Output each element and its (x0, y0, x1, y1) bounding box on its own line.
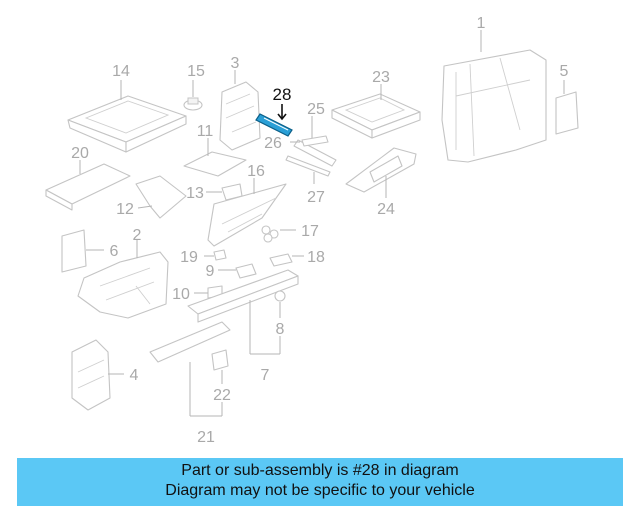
part-15-clip (183, 80, 203, 111)
callout-26: 26 (264, 135, 282, 152)
part-sill-plate (187, 269, 299, 355)
part-6-panel (61, 229, 104, 273)
part-26-tool (290, 135, 329, 147)
part-9-block (218, 263, 257, 279)
part-1-quarter-panel (441, 30, 547, 163)
callout-16: 16 (247, 163, 265, 180)
part-19-clip (204, 249, 227, 261)
part-27-handle (285, 155, 331, 184)
part-14-cargo-mat (67, 80, 187, 153)
callout-18: 18 (307, 249, 325, 266)
banner-line-1: Part or sub-assembly is #28 in diagram (181, 462, 459, 479)
part-8-grommet (274, 290, 286, 318)
part-2-quarter-trim (77, 240, 169, 319)
part-11-tray (183, 138, 247, 177)
part-28-highlighted (255, 104, 293, 137)
part-23-storage-tray (331, 84, 421, 139)
part-22-bracket (211, 349, 229, 384)
callout-8: 8 (276, 321, 285, 338)
callout-11: 11 (197, 123, 214, 140)
callout-4: 4 (130, 367, 139, 384)
callout-3: 3 (231, 55, 240, 72)
callout-21: 21 (197, 429, 215, 446)
callout-7: 7 (261, 367, 270, 384)
callout-5: 5 (560, 63, 569, 80)
part-3-bracket (219, 70, 261, 151)
callout-2: 2 (133, 227, 142, 244)
callout-12: 12 (116, 201, 134, 218)
part-17-clips (261, 225, 296, 243)
callout-19: 19 (180, 249, 198, 266)
callout-10: 10 (172, 286, 190, 303)
part-16-trim-panel (207, 178, 287, 247)
callout-23: 23 (372, 69, 390, 86)
callout-15: 15 (187, 63, 205, 80)
banner-line-2: Diagram may not be specific to your vehi… (165, 482, 475, 499)
callout-6: 6 (110, 243, 119, 260)
callout-25: 25 (307, 101, 325, 118)
callout-13: 13 (186, 185, 204, 202)
part-25-tool (293, 116, 337, 167)
callout-28-highlighted: 28 (273, 85, 292, 104)
callout-22: 22 (213, 387, 231, 404)
callout-9: 9 (206, 263, 215, 280)
part-12-bracket (135, 175, 187, 219)
info-banner: Part or sub-assembly is #28 in diagram D… (17, 458, 623, 506)
part-5-panel (555, 80, 579, 135)
part-21-cover (149, 321, 231, 417)
part-20-floor-panel (45, 160, 131, 211)
callout-27: 27 (307, 189, 325, 206)
part-24-jack (345, 147, 417, 198)
part-4-lower-bracket (71, 339, 124, 411)
callout-20: 20 (71, 145, 89, 162)
callout-1: 1 (477, 15, 486, 32)
callout-17: 17 (301, 223, 319, 240)
callout-24: 24 (377, 201, 395, 218)
part-18-trim (269, 253, 304, 267)
callout-14: 14 (112, 63, 130, 80)
